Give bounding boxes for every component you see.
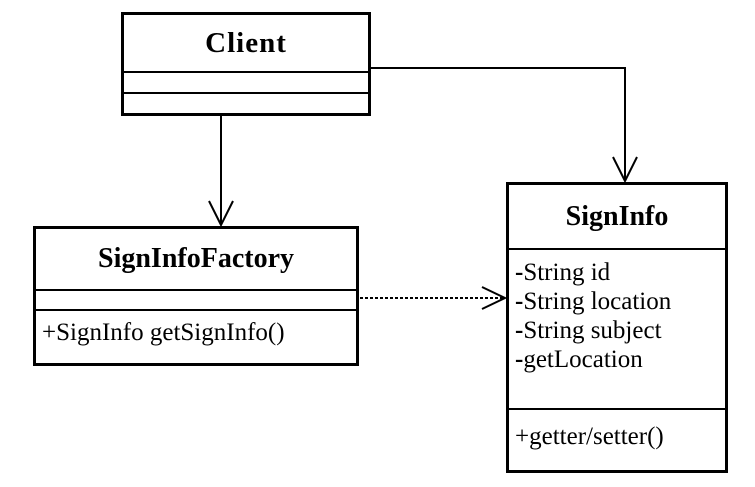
visibility-marker: -	[515, 259, 524, 286]
operations-compartment: +getter/setter()	[509, 410, 725, 470]
visibility-marker: +	[42, 319, 57, 346]
member-text: getLocation	[523, 346, 643, 373]
class-client: Client	[121, 12, 371, 116]
member-text: String location	[523, 288, 672, 315]
open-arrowhead-icon	[612, 156, 638, 184]
attribute-subject: -String subject	[515, 316, 725, 345]
attribute-location: -String location	[515, 287, 725, 316]
class-name: SignInfo	[509, 185, 725, 250]
member-text: String subject	[523, 317, 662, 344]
class-signinfofactory: SignInfoFactory +SignInfo getSignInfo()	[33, 226, 359, 366]
visibility-marker: +	[515, 423, 530, 450]
visibility-marker: -	[515, 346, 524, 373]
dependency-factory-to-signinfo	[360, 286, 508, 310]
member-text: SignInfo getSignInfo()	[56, 319, 285, 346]
member-text: getter/setter()	[529, 423, 664, 450]
open-arrowhead-icon	[481, 286, 508, 310]
operation-getter-setter: +getter/setter()	[515, 422, 725, 451]
attributes-compartment	[124, 73, 368, 94]
attribute-get-location: -getLocation	[515, 345, 725, 374]
class-name: Client	[124, 15, 368, 73]
attributes-compartment: -String id -String location -String subj…	[509, 250, 725, 410]
attribute-id: -String id	[515, 258, 725, 287]
operations-compartment: +SignInfo getSignInfo()	[36, 311, 356, 363]
visibility-marker: -	[515, 288, 524, 315]
operations-compartment	[124, 94, 368, 113]
class-signinfo: SignInfo -String id -String location -St…	[506, 182, 728, 473]
visibility-marker: -	[515, 317, 524, 344]
operation-get-signinfo: +SignInfo getSignInfo()	[42, 318, 356, 347]
open-arrowhead-icon	[208, 200, 234, 228]
association-client-to-factory	[208, 116, 234, 228]
association-client-to-signinfo	[371, 67, 638, 184]
class-name: SignInfoFactory	[36, 229, 356, 291]
member-text: String id	[523, 259, 611, 286]
attributes-compartment	[36, 291, 356, 311]
